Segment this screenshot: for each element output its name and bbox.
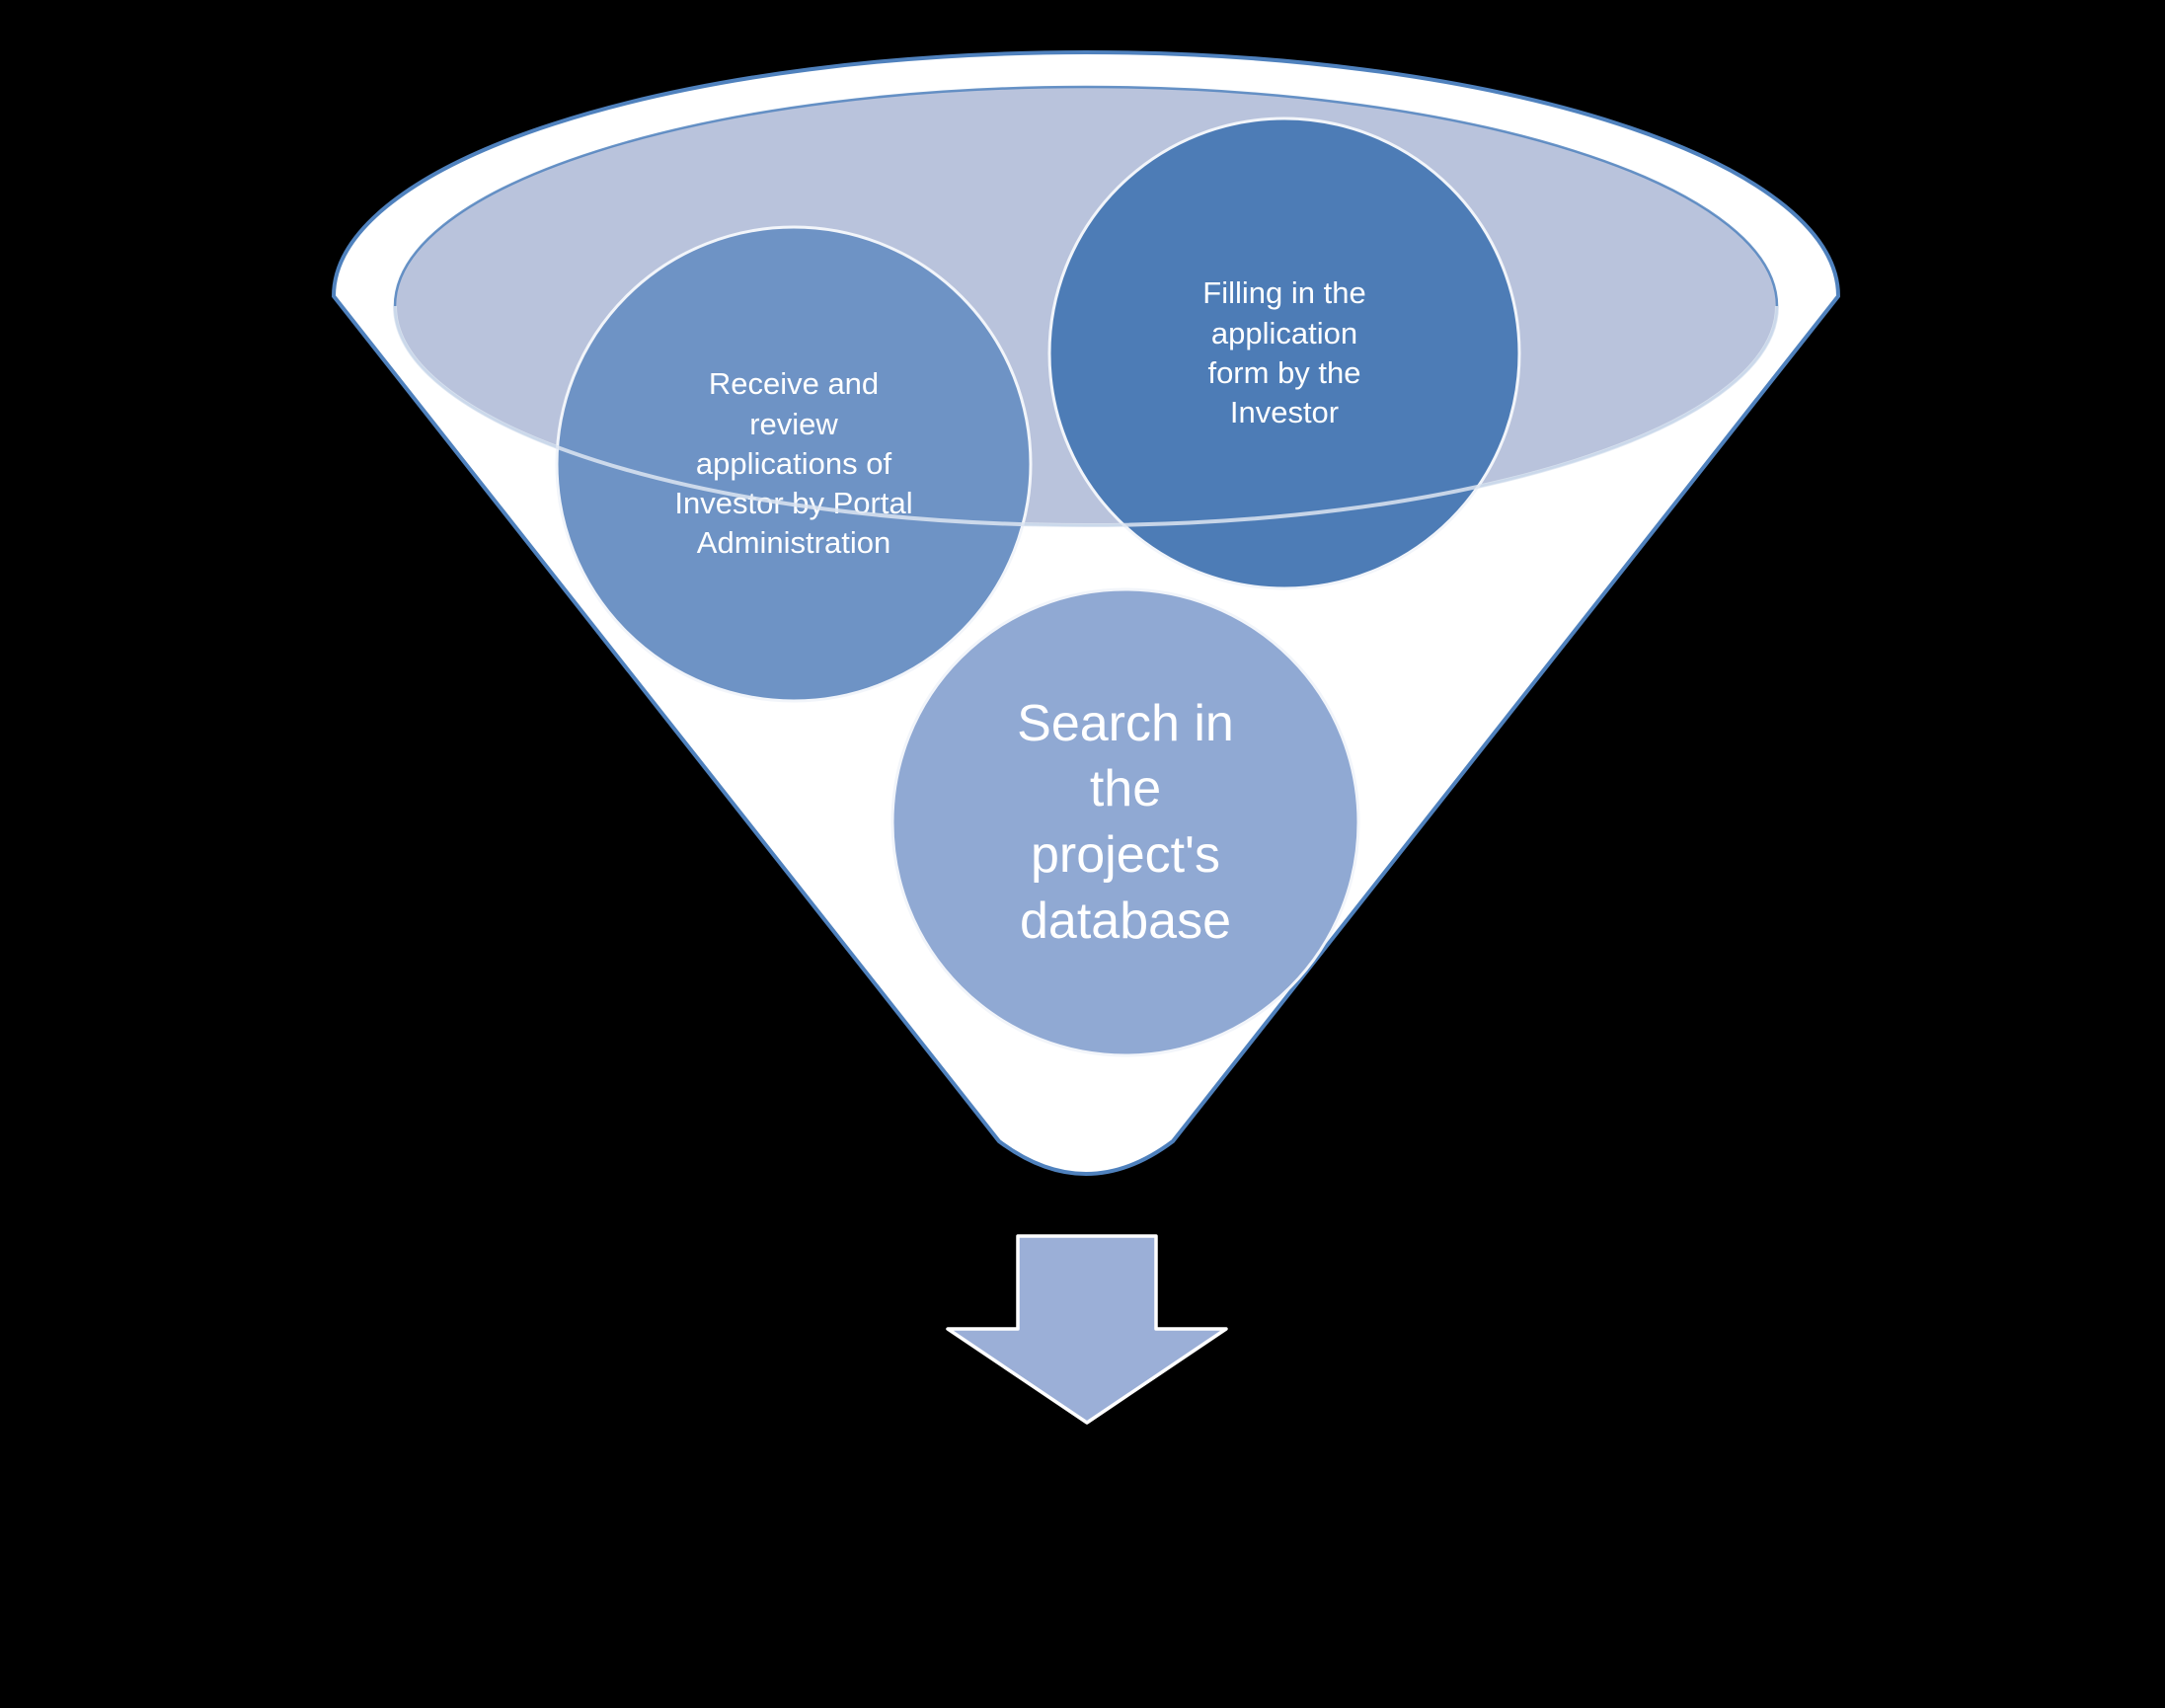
circle-search-database [890, 587, 1360, 1057]
down-arrow-shape [946, 1234, 1228, 1425]
circle-label-filling-form: Filling in the application form by the I… [1202, 275, 1366, 430]
circle-label-search-database: Search in the project's database [1017, 694, 1234, 950]
circle-label-receive-review: Receive and review applications of Inves… [674, 366, 913, 561]
